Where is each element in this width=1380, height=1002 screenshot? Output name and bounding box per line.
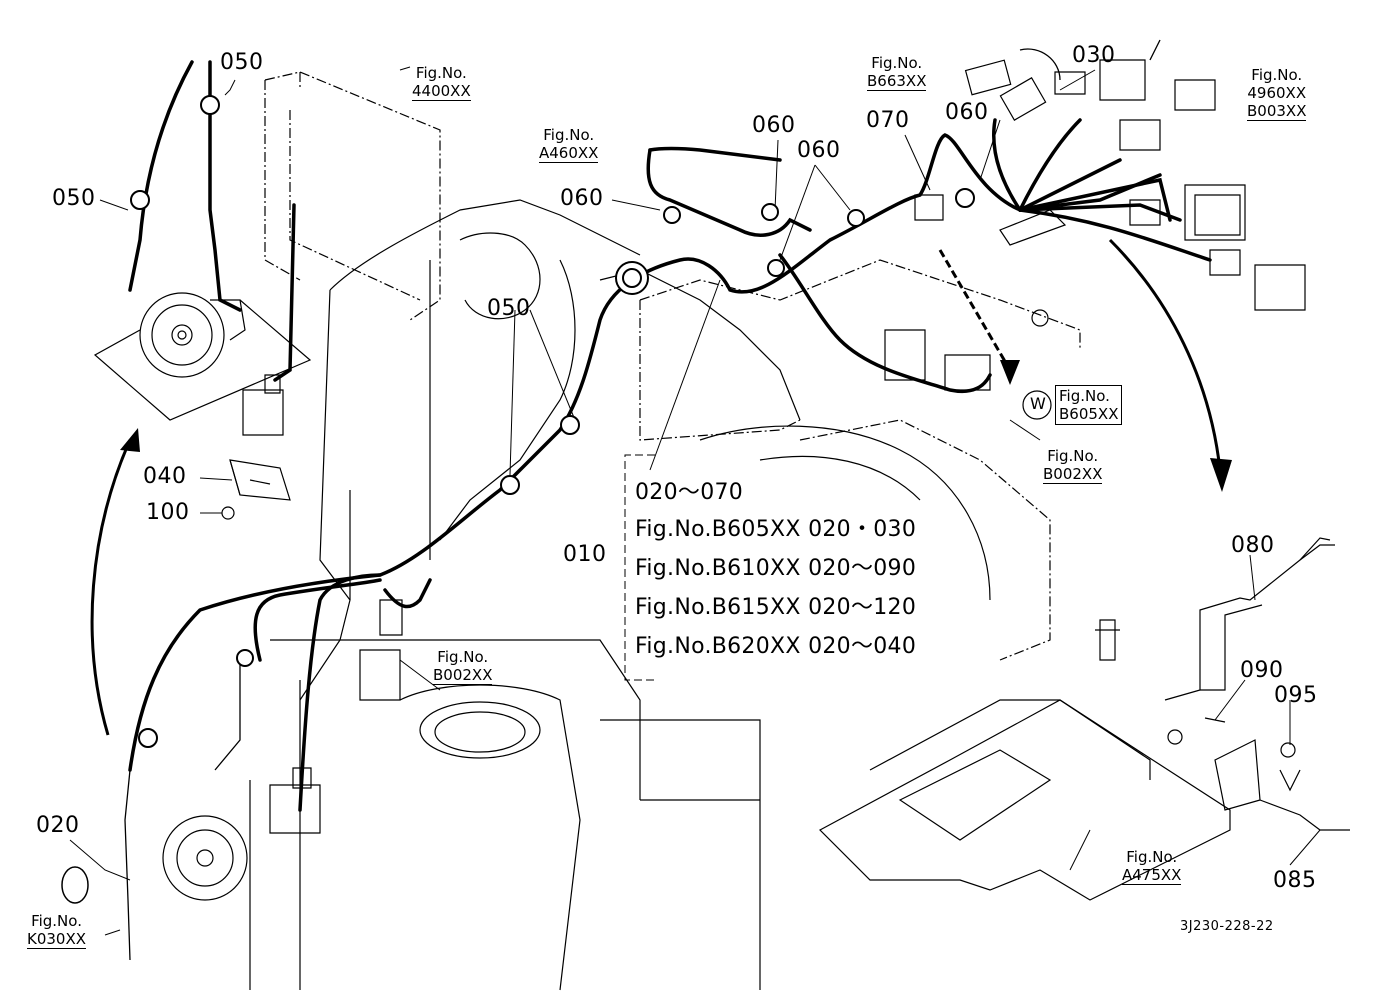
fig-ref-b663: Fig.No. B663XX: [867, 54, 927, 91]
fig-ref-k030: Fig.No. K030XX: [27, 912, 87, 949]
wire-harness: [130, 62, 1210, 810]
drawing-code: 3J230-228-22: [1180, 919, 1274, 934]
part-label-060-a: 060: [560, 186, 604, 211]
part-label-030: 030: [1072, 43, 1116, 68]
leader-lines: [70, 67, 1320, 935]
part-label-050-mid: 050: [487, 296, 531, 321]
stay-085: [1215, 740, 1350, 830]
fan-shroud: [700, 426, 990, 600]
b605-arrow: [940, 250, 1010, 370]
frame-a460-outline: [300, 200, 800, 700]
curved-arrow-left-head: [120, 428, 140, 452]
curved-arrow-right: [1110, 240, 1220, 470]
note-b610: Fig.No.B610XX 020～090: [635, 556, 917, 581]
part-label-080: 080: [1231, 533, 1275, 558]
b605-arrowhead: [1000, 360, 1020, 385]
chassis-outline: [640, 260, 1080, 660]
part-label-100: 100: [146, 500, 190, 525]
sensor-mid: [360, 600, 402, 700]
bracket-040: [230, 460, 290, 500]
part-label-085: 085: [1273, 868, 1317, 893]
fig-ref-b605: Fig.No. B605XX: [1055, 385, 1123, 425]
fig-ref-4960-b003: Fig.No. 4960XX B003XX: [1247, 66, 1307, 121]
curved-arrow-left: [92, 440, 130, 735]
horn-bottom: [163, 816, 247, 900]
radiator-area: [250, 640, 760, 990]
part-label-095: 095: [1274, 683, 1318, 708]
fig-ref-4400: Fig.No. 4400XX: [412, 64, 471, 101]
fig-ref-a460: Fig.No. A460XX: [539, 126, 599, 163]
part-label-010: 010: [563, 542, 607, 567]
part-label-070: 070: [866, 108, 910, 133]
fig-ref-b002-right: Fig.No. B002XX: [1043, 447, 1103, 484]
part-label-020: 020: [36, 813, 80, 838]
fig-ref-a475: Fig.No. A475XX: [1122, 848, 1182, 885]
note-b615: Fig.No.B615XX 020～120: [635, 595, 917, 620]
part-label-050-left: 050: [52, 186, 96, 211]
relay-group: [885, 195, 990, 390]
horn-top: [95, 293, 310, 420]
callout-w: W: [1030, 394, 1046, 413]
stay-080: [1165, 538, 1335, 700]
switch-bottom: [270, 768, 320, 833]
part-label-040: 040: [143, 464, 187, 489]
part-label-060-b: 060: [752, 113, 796, 138]
switch-top: [243, 375, 283, 435]
curved-arrow-right-head: [1210, 458, 1232, 492]
bolts: [222, 310, 1295, 757]
part-label-060-c: 060: [797, 138, 841, 163]
fig-ref-b002-mid: Fig.No. B002XX: [433, 648, 493, 685]
clamps: [131, 96, 974, 747]
thin-wires: [125, 40, 1160, 960]
note-b620: Fig.No.B620XX 020～040: [635, 634, 917, 659]
note-b605: Fig.No.B605XX 020・030: [635, 517, 917, 542]
connectors-top-right: [966, 60, 1305, 310]
note-box: [625, 455, 655, 680]
part-label-060-d: 060: [945, 100, 989, 125]
part-label-050-top: 050: [220, 50, 264, 75]
bracket-plate-a475: [820, 700, 1230, 900]
part-label-090: 090: [1240, 658, 1284, 683]
note-range: 020～070: [635, 480, 744, 505]
